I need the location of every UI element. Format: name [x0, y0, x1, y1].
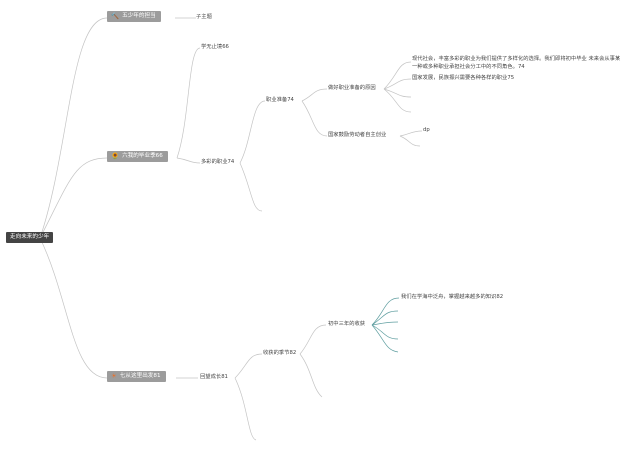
branch-node-2[interactable]: 🌻 六我的毕业季66 [107, 151, 168, 162]
connector-shouhuo-chuzhong [299, 324, 327, 355]
connector-encourage-dp [399, 130, 423, 137]
topic-node-shouhuo[interactable]: 收获的季节82 [263, 350, 297, 356]
connector-duocai-empty [239, 162, 263, 212]
connector-chuzhong-child5 [371, 324, 399, 353]
connector-encourage-empty [399, 135, 421, 147]
connector-root-branch1 [39, 17, 108, 239]
topic-node-encourage[interactable]: 国家鼓励劳动者自主创业 [328, 132, 387, 138]
branch-label: 六我的毕业季66 [122, 153, 163, 159]
connector-branch2-duocai [176, 157, 201, 164]
topic-node-chuzhong[interactable]: 初中三年的收获 [328, 321, 366, 327]
connector-reason-child3 [383, 88, 412, 98]
topic-node-subtopic[interactable]: 子主题 [196, 14, 212, 20]
branch-label: 七从这里出发81 [119, 373, 161, 379]
connector-chuzhong-child4 [371, 324, 399, 340]
branch-node-1[interactable]: 🔨 五少年的担当 [107, 11, 161, 22]
topic-node-dp[interactable]: dp [423, 127, 430, 133]
branch-node-3[interactable]: ☀ 七从这里出发81 [107, 371, 166, 382]
connector-zhiye-encourage [301, 100, 328, 137]
topic-node-huiwang[interactable]: 回望成长81 [200, 374, 228, 380]
root-node[interactable]: 走向未来的少年 [6, 232, 54, 243]
topic-node-national[interactable]: 国家发展，民族振兴需要各种各样的职业75 [412, 75, 515, 81]
topic-node-duocai[interactable]: 多彩的职业74 [201, 159, 235, 165]
topic-node-zhiye[interactable]: 职业准备74 [266, 97, 294, 103]
connector-reason-child1 [383, 61, 412, 90]
connector-root-branch3 [39, 237, 108, 379]
hammer-icon: 🔨 [111, 12, 120, 20]
topic-node-reason[interactable]: 做好职业准备的原因 [328, 85, 376, 91]
connector-chuzhong-child2 [371, 310, 399, 326]
connector-huiwang-shouhuo [234, 353, 263, 379]
topic-node-reason-detail[interactable]: 现代社会，丰富多彩的职业为我们提供了多样化的选择。我们即将初中毕业 未来会从事某… [412, 56, 621, 70]
topic-node-xuewu[interactable]: 学无止境66 [201, 44, 229, 50]
connector-branch2-xuewu [176, 47, 201, 159]
connector-root-branch2 [39, 157, 108, 239]
connector-chuzhong-child3 [371, 321, 399, 326]
sun-icon: ☀ [111, 372, 117, 380]
connector-reason-child4 [383, 88, 412, 113]
sunflower-icon: 🌻 [111, 152, 120, 160]
connector-duocai-zhiye [239, 100, 266, 164]
topic-node-knowledge[interactable]: 我们在学海中泛舟，掌握越来越多的知识82 [401, 294, 504, 300]
connector-chuzhong-child1 [371, 297, 400, 326]
branch-label: 五少年的担当 [122, 13, 156, 19]
connector-zhiye-reason [301, 88, 328, 102]
connector-shouhuo-empty [299, 353, 323, 398]
connector-reason-child2 [383, 78, 412, 90]
connector-huiwang-empty [234, 377, 257, 441]
